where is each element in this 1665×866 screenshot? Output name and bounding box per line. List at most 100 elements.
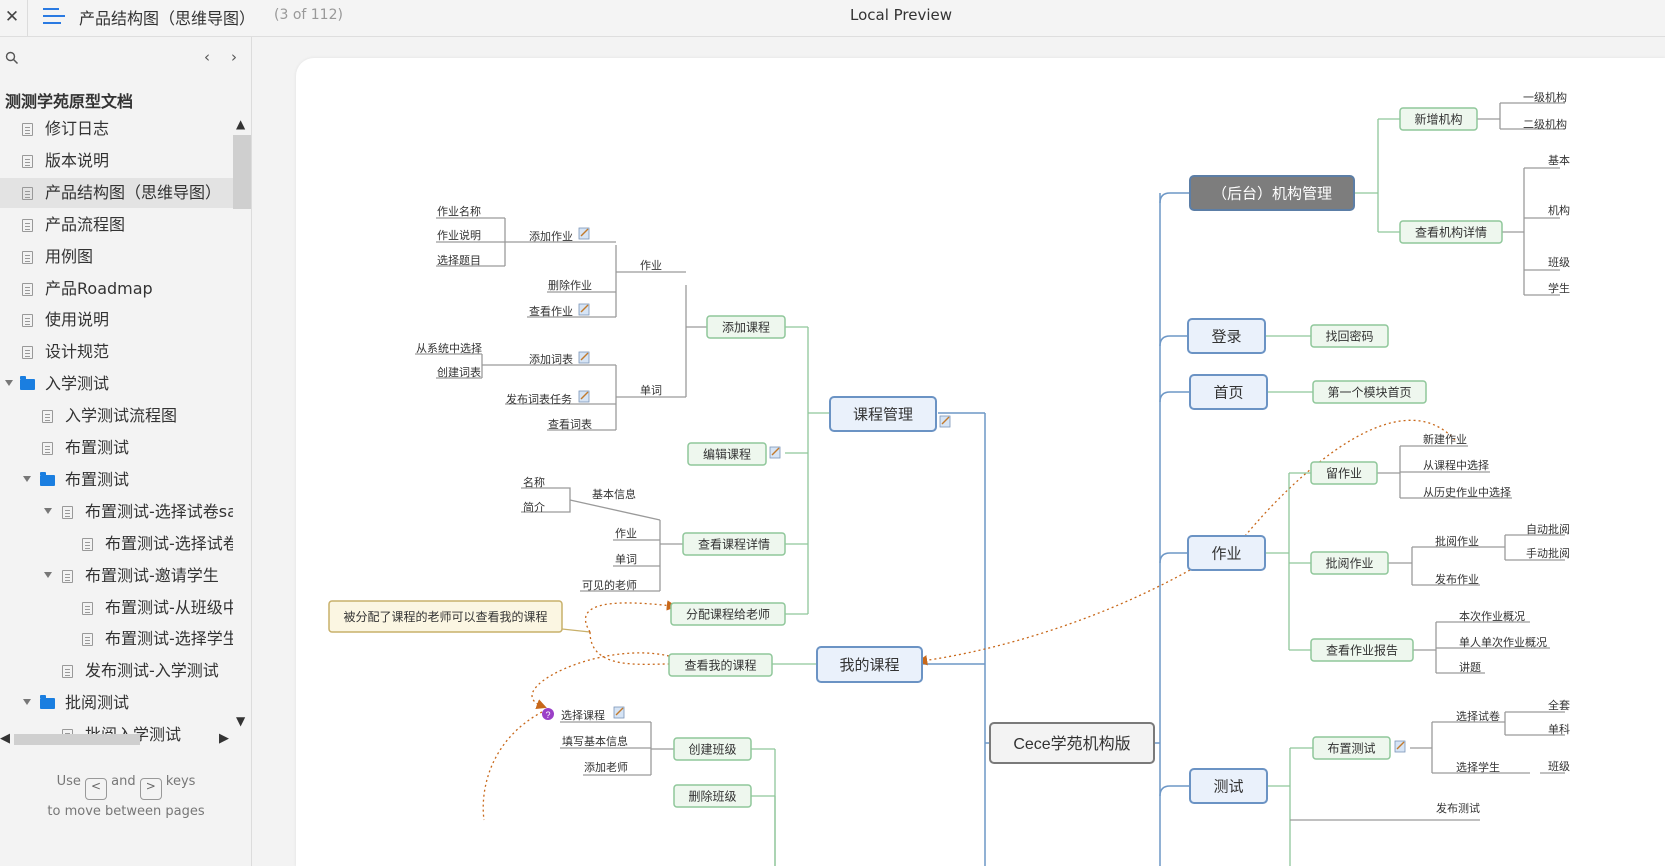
next-page-button[interactable]: › [231,48,237,66]
question-icon[interactable] [542,708,554,720]
node-view-my-course[interactable]: 查看我的课程 [668,653,773,677]
expand-triangle-icon[interactable] [23,699,31,706]
tree-page-item[interactable]: 修订日志 [0,114,233,144]
scroll-down-icon[interactable]: ▼ [236,714,246,728]
node-add-course-box[interactable] [706,315,786,339]
center-node[interactable]: Cece学苑机构版 [989,722,1155,764]
tree-page-item[interactable]: 入学测试流程图 [0,401,233,431]
node-course-management-box[interactable] [829,396,937,432]
note-icon[interactable] [578,227,590,240]
node-leave-homework-box[interactable] [1310,461,1378,485]
node-edit-course[interactable]: 编辑课程 [687,442,767,466]
node-add-org-box[interactable] [1399,107,1478,131]
note-icon[interactable] [578,351,590,364]
tree-folder[interactable]: 入学测试 [0,369,233,399]
note-icon-pencil [580,304,589,313]
tree-page-item[interactable]: 布置测试-邀请学生 [0,561,233,591]
search-icon[interactable] [5,51,19,65]
node-delete-class-box[interactable] [673,784,752,808]
expand-triangle-icon[interactable] [44,507,52,514]
scroll-up-icon[interactable]: ▲ [236,117,246,131]
node-find-password-box[interactable] [1310,324,1389,348]
node-review-homework-box[interactable] [1310,551,1389,575]
node-find-password[interactable]: 找回密码 [1310,324,1389,348]
node-edit-course-box[interactable] [687,442,767,466]
node-add-course[interactable]: 添加课程 [706,315,786,339]
tree-page-item[interactable]: 布置测试-从班级中 [0,593,233,623]
tree-page-item[interactable]: 产品结构图（思维导图） [0,177,233,208]
expand-triangle-icon[interactable] [44,571,52,578]
note-icon[interactable] [1394,740,1406,753]
node-my-courses-box[interactable] [816,646,923,683]
tree-page-item[interactable]: 版本说明 [0,146,233,176]
scrollbar-thumb[interactable] [14,734,140,745]
tree-folder[interactable]: 布置测试 [0,465,233,495]
note-icon[interactable] [613,706,625,719]
node-org-management[interactable]: （后台）机构管理 [1189,175,1355,211]
scroll-right-icon[interactable]: ▶ [219,731,229,746]
note-icon[interactable] [578,390,590,403]
node-view-homework-report[interactable]: 查看作业报告 [1310,638,1414,662]
node-login[interactable]: 登录 [1187,318,1266,354]
node-org-management-box[interactable] [1189,175,1355,211]
tree-page-item[interactable]: 产品流程图 [0,210,233,240]
search-row[interactable]: ‹ › [0,45,251,73]
tree-page-item[interactable]: 布置测试-选择试卷sa [0,497,233,527]
menu-icon[interactable] [43,6,65,26]
tree-page-item[interactable]: 设计规范 [0,337,233,367]
tree-page-item[interactable]: 布置测试-选择试卷 [0,529,233,559]
note-icon[interactable] [769,446,781,459]
document-root-title[interactable]: 测测学苑原型文档 [5,92,134,111]
expand-triangle-icon[interactable] [5,380,13,387]
node-my-courses[interactable]: 我的课程 [816,646,923,683]
node-assign-teacher[interactable]: 分配课程给老师 [670,602,786,626]
node-view-course-detail[interactable]: 查看课程详情 [682,532,786,556]
node-assign-test-box[interactable] [1312,736,1391,760]
node-view-my-course-box[interactable] [668,653,773,677]
node-add-org[interactable]: 新增机构 [1399,107,1478,131]
node-create-class-box[interactable] [673,737,752,761]
node-homework[interactable]: 作业 [1187,535,1266,571]
tree-page-item[interactable]: 产品Roadmap [0,274,233,304]
node-view-homework-report-box[interactable] [1310,638,1414,662]
callout-note-box[interactable] [328,600,563,633]
tree-page-item[interactable]: 用例图 [0,242,233,272]
tree-page-item[interactable]: 使用说明 [0,305,233,335]
horizontal-scrollbar[interactable]: ◀ ▶ [0,729,233,749]
page-icon [42,442,53,455]
tree-page-item[interactable]: 发布测试-入学测试 [0,656,233,686]
vertical-scrollbar[interactable]: ▲ ▼ [233,113,251,728]
node-view-org-detail[interactable]: 查看机构详情 [1399,220,1503,244]
node-create-class[interactable]: 创建班级 [673,737,752,761]
node-view-org-detail-box[interactable] [1399,220,1503,244]
node-leave-homework[interactable]: 留作业 [1310,461,1378,485]
node-homework-box[interactable] [1187,535,1266,571]
node-home-box[interactable] [1189,374,1268,410]
previous-page-button[interactable]: ‹ [204,48,210,66]
node-test-box[interactable] [1189,768,1268,804]
note-icon[interactable] [939,415,951,428]
node-assign-teacher-box[interactable] [670,602,786,626]
expand-triangle-icon[interactable] [23,475,31,482]
tree-page-item[interactable]: 布置测试 [0,433,233,463]
node-home[interactable]: 首页 [1189,374,1268,410]
node-delete-class[interactable]: 删除班级 [673,784,752,808]
tree-folder[interactable]: 批阅测试 [0,688,233,718]
callout-note[interactable]: 被分配了课程的老师可以查看我的课程 [328,600,563,633]
node-test[interactable]: 测试 [1189,768,1268,804]
note-icon[interactable] [578,303,590,316]
node-course-management[interactable]: 课程管理 [829,396,937,432]
tree-page-item[interactable]: 布置测试-选择学生 [0,624,233,654]
center-node-box[interactable] [989,722,1155,764]
node-view-course-detail-box[interactable] [682,532,786,556]
node-assign-test[interactable]: 布置测试 [1312,736,1391,760]
mindmap-canvas[interactable]: Cece学苑机构版 课程管理我的课程 （后台）机构管理登录首页作业测试 添加课程编辑课… [296,58,1665,866]
node-review-homework[interactable]: 批阅作业 [1310,551,1389,575]
node-first-module-home-box[interactable] [1312,380,1427,404]
close-icon[interactable]: ✕ [4,7,20,27]
node-first-module-home[interactable]: 第一个模块首页 [1312,380,1427,404]
scroll-left-icon[interactable]: ◀ [0,731,10,746]
node-login-box[interactable] [1187,318,1266,354]
scrollbar-thumb[interactable] [233,135,251,209]
